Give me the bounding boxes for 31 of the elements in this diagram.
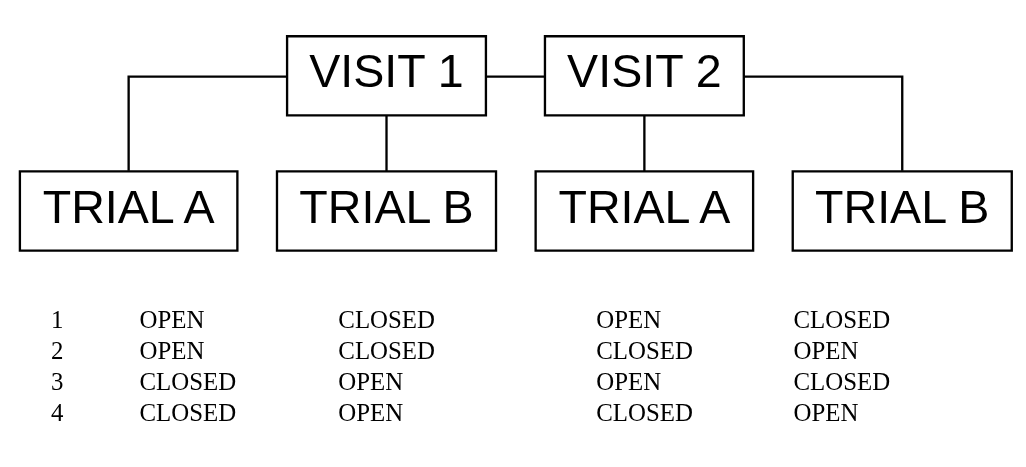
connector xyxy=(642,115,646,171)
connector xyxy=(126,75,287,171)
node-label: CLOSED xyxy=(337,337,435,365)
label: 3 xyxy=(50,368,63,396)
node-label: CLOSED xyxy=(793,305,890,333)
connector xyxy=(384,115,388,171)
node-box: TRIAL A xyxy=(533,170,754,252)
node-label: CLOSED xyxy=(139,368,236,396)
label: 2 xyxy=(50,337,63,365)
node-label: CLOSED xyxy=(139,399,236,427)
node-label: CLOSED xyxy=(595,399,693,427)
label: 4 xyxy=(50,399,63,427)
node-box: TRIAL B xyxy=(275,170,497,252)
node-label: OPEN xyxy=(793,337,858,365)
node-label: CLOSED xyxy=(793,368,890,396)
node-label: OPEN xyxy=(337,399,403,427)
node-label: OPEN xyxy=(337,368,403,396)
node-label: CLOSED xyxy=(337,305,435,333)
node-label: OPEN xyxy=(595,305,661,333)
node-label: OPEN xyxy=(139,305,204,333)
node-box: TRIAL A xyxy=(18,170,239,252)
node-label: OPEN xyxy=(793,399,858,427)
label: 1 xyxy=(50,305,63,333)
connector xyxy=(743,75,903,171)
node-label: CLOSED xyxy=(595,337,693,365)
node-label: OPEN xyxy=(139,337,204,365)
connector xyxy=(485,75,545,78)
node-box: VISIT 1 xyxy=(285,35,487,117)
node-box: TRIAL B xyxy=(791,170,1013,252)
node-label: OPEN xyxy=(595,368,661,396)
node-box: VISIT 2 xyxy=(543,35,745,117)
